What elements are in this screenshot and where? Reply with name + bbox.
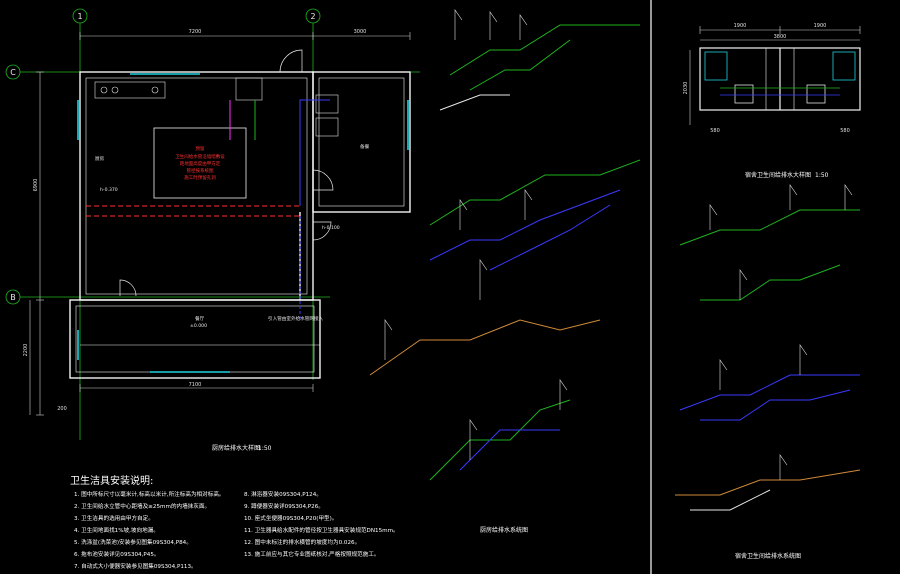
label-pipe: 引入管由室外给水管网接入 (268, 315, 324, 322)
dim-right-a: 1900 (734, 23, 747, 29)
label-dining: 餐厅 (195, 315, 205, 322)
dim-right-total: 3800 (774, 34, 787, 40)
axis-b-label: B (10, 293, 16, 302)
caption-plan-scale: 1:50 (258, 445, 272, 452)
red-note-4: 管径按系统图 (187, 167, 214, 174)
windows (77, 73, 409, 373)
dim-top-right: 3000 (354, 29, 367, 35)
note-line: 12. 图中未标注的排水横管的坡度均为0.026。 (244, 538, 360, 546)
caption-plan: 厨房给排水大样图 (212, 444, 260, 452)
dim-left-small: 200 (57, 406, 67, 412)
red-annotation: 预留 卫生间给水管沿墙暗敷设 距地面高度由甲方定 管径按系统图 施工时预留孔洞 (175, 145, 225, 181)
red-note-3: 距地面高度由甲方定 (180, 160, 221, 167)
plan-pipes (86, 99, 330, 320)
axis-1-label: 1 (77, 12, 82, 21)
caption-right-plan: 宿舍卫生间给排水大样图 (745, 171, 811, 179)
note-line: 13. 施工前应与其它专业图纸核对,严格按照规范施工。 (244, 550, 380, 558)
note-line: 4. 卫生间地面找1%坡,坡向地漏。 (74, 526, 159, 534)
label-kitchen: 厨房 (95, 155, 105, 162)
label-level-b: h-0.100 (322, 225, 340, 231)
red-note-2: 卫生间给水管沿墙暗敷设 (175, 153, 225, 160)
system-risers (384, 9, 568, 460)
note-line: 9. 蹲便器安装详09S304,P26。 (244, 502, 324, 510)
dim-top-total: 7200 (189, 29, 202, 35)
dim-right-b: 1900 (814, 23, 827, 29)
right-plan-fixtures (704, 51, 856, 104)
dim-left-lower: 2200 (23, 344, 29, 357)
note-line: 6. 拖布池安装详见09S304,P45。 (74, 550, 159, 558)
note-line: 8. 淋浴器安装09S304,P124。 (244, 490, 322, 498)
red-note-1: 预留 (196, 145, 205, 152)
dim-right-s1: 580 (710, 128, 720, 134)
note-line: 7. 自动式大小便器安装参见图集09S304,P113。 (74, 562, 197, 570)
right-dims (689, 26, 861, 125)
label-level-a: h-0.370 (100, 187, 118, 193)
notes-title: 卫生洁具安装说明: (70, 474, 153, 487)
note-line: 10. 座式坐便器09S304,P20(甲型)。 (244, 514, 337, 522)
note-line: 11. 卫生器具给水配件的管径按卫生器具安装规范DN15mm。 (244, 526, 399, 534)
caption-system-mid: 厨房给排水系统图 (480, 526, 528, 534)
dim-bottom-total: 7100 (189, 382, 202, 388)
note-line: 1. 图中所标尺寸以毫米计,标高以米计,所注标高为相对标高。 (74, 490, 225, 498)
right-plan-walls (699, 47, 861, 111)
doors (119, 49, 334, 297)
dim-right-s2: 580 (840, 128, 850, 134)
note-line: 3. 卫生洁具的选用由甲方自定。 (74, 514, 154, 522)
label-level-c: ±0.000 (190, 323, 207, 329)
axis-2-label: 2 (310, 12, 315, 21)
system-diagrams-middle (369, 24, 641, 481)
axis-c-label: C (10, 68, 16, 77)
kitchen-fixtures (94, 77, 339, 137)
note-line: 5. 洗涤盆(洗菜池)安装参见图集09S304,P84。 (74, 538, 192, 546)
note-line: 2. 卫生间给水立管中心距墙及≥25mm的内墙抹灰面。 (74, 502, 210, 510)
right-system-risers (709, 184, 853, 480)
dimension-lines (29, 32, 411, 416)
caption-system-right: 宿舍卫生间给排水系统图 (735, 552, 801, 560)
red-note-5: 施工时预留孔洞 (184, 174, 216, 181)
notes-left: 1. 图中所标尺寸以毫米计,标高以米计,所注标高为相对标高。 2. 卫生间给水立管… (74, 490, 225, 570)
label-room-b: 备餐 (360, 143, 370, 150)
dim-left-total: 6900 (33, 179, 39, 192)
notes-right: 8. 淋浴器安装09S304,P124。 9. 蹲便器安装详09S304,P26。… (244, 490, 399, 558)
caption-right-plan-scale: 1:50 (815, 172, 829, 179)
dim-right-left: 2030 (683, 82, 689, 95)
system-diagrams-right (675, 209, 861, 511)
